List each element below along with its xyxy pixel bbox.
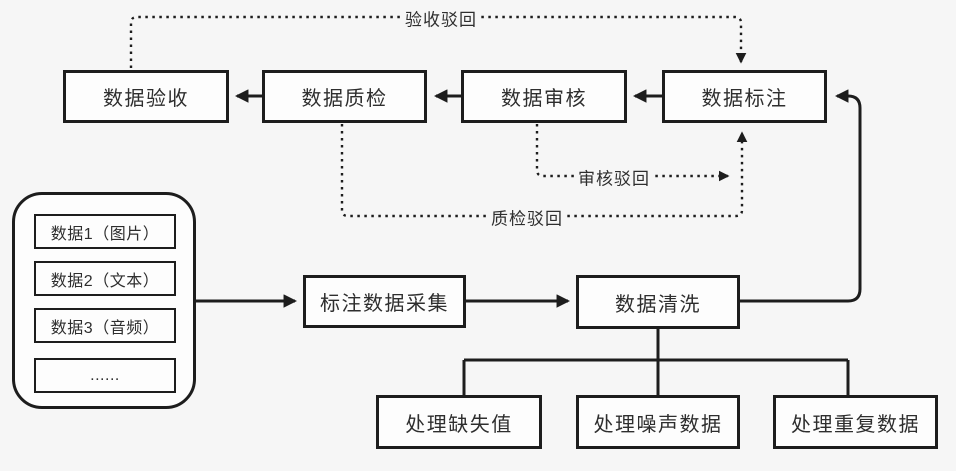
node-annotation-data-collection: 标注数据采集 [303,275,466,328]
list-item-data2-text: 数据2（文本） [34,261,176,296]
node-data-annotation: 数据标注 [662,70,827,123]
edge-label-acceptance-reject: 验收驳回 [401,5,481,31]
node-data-quality-check: 数据质检 [262,70,427,123]
edge-label-quality-reject: 质检驳回 [487,204,567,230]
edge-review-reject [535,124,730,182]
list-item-data3-audio: 数据3（音频） [34,308,176,343]
node-handle-duplicate-data: 处理重复数据 [773,395,938,449]
edge-cleaning-branches [462,329,850,395]
edge-cleaning-to-annotation [740,89,862,303]
data-source-container: 数据1（图片） 数据2（文本） 数据3（音频） ...... [12,192,196,409]
edge-acceptance-reject [129,15,747,68]
node-handle-missing-values: 处理缺失值 [376,395,542,449]
edge-label-review-reject: 审核驳回 [574,164,654,190]
node-data-acceptance: 数据验收 [63,70,229,123]
node-data-review: 数据审核 [461,70,627,123]
node-handle-noisy-data: 处理噪声数据 [576,395,740,449]
node-data-cleaning: 数据清洗 [576,275,740,329]
list-item-data1-image: 数据1（图片） [34,214,176,249]
edge-quality-reject [340,124,748,218]
list-item-data-more: ...... [34,358,176,393]
